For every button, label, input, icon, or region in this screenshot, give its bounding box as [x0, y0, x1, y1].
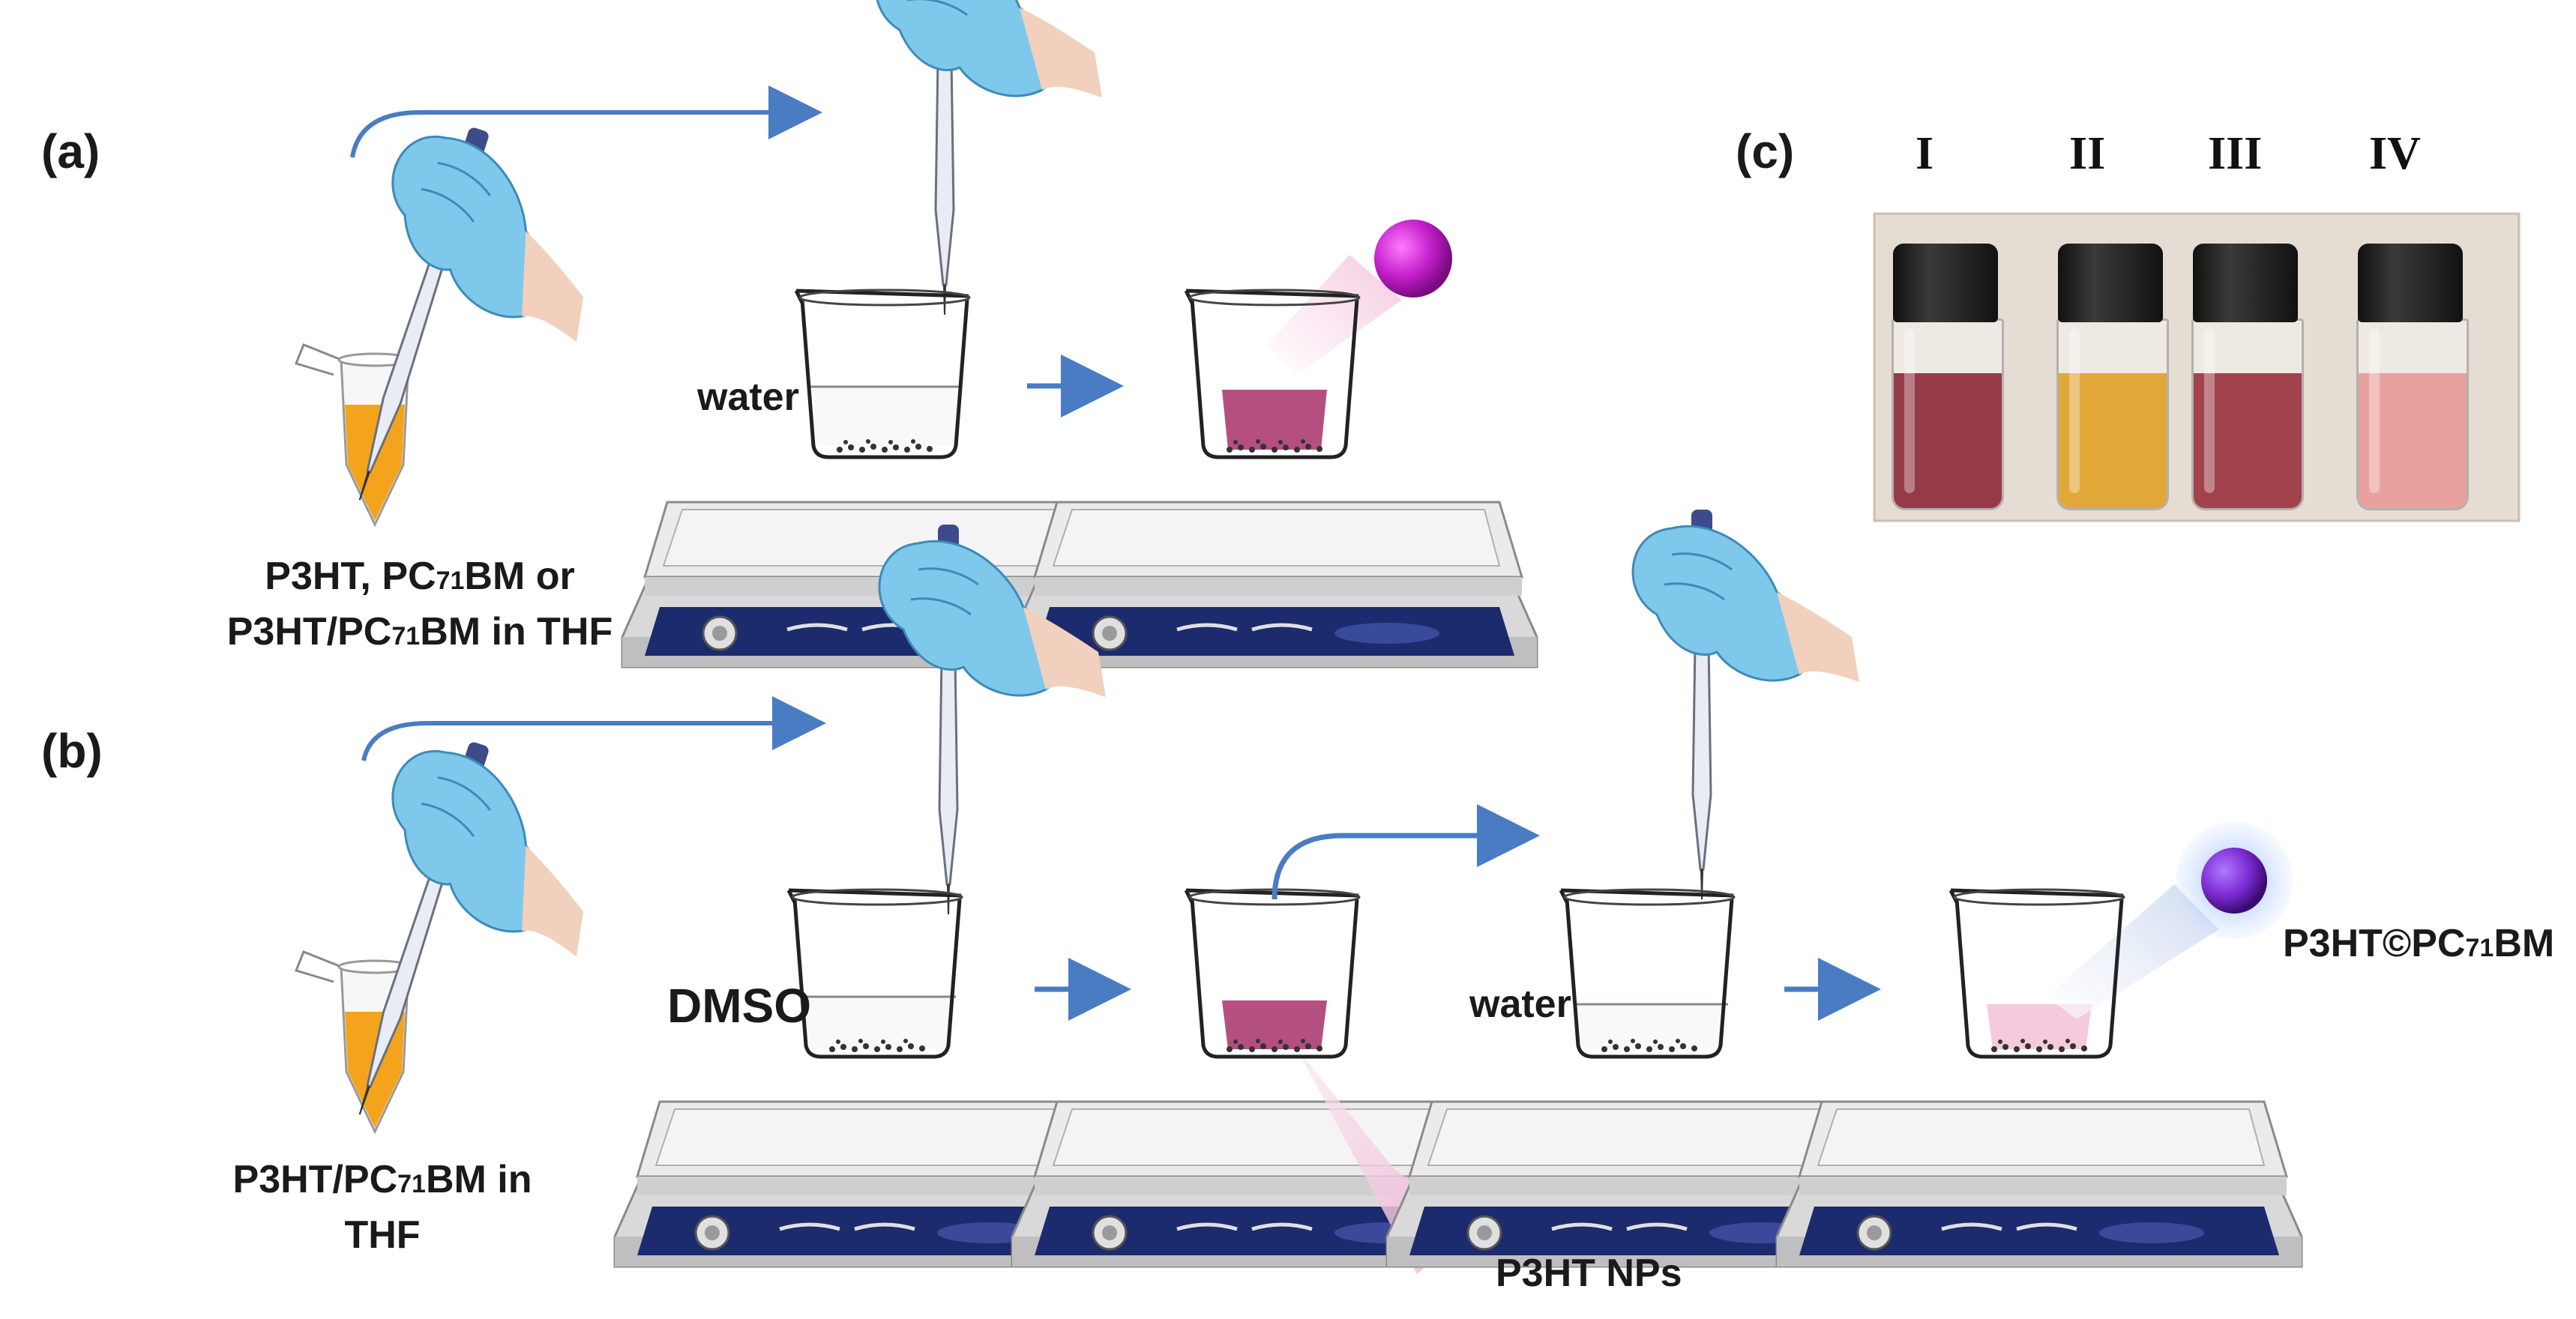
pipette-hand-icon — [292, 106, 631, 550]
vial-solution — [2359, 373, 2467, 508]
caption-text: BM in THF — [420, 610, 613, 654]
caption-text: P3HT/PC — [232, 1158, 398, 1201]
vial-label-1: I — [1916, 128, 1934, 179]
panel-b-step4 — [1777, 822, 2302, 1267]
vial-highlight — [2204, 328, 2215, 493]
panel-label-c: (c) — [1736, 124, 1795, 178]
panel-b-source — [292, 721, 631, 1165]
vial-cap — [2358, 244, 2463, 322]
vial — [2343, 244, 2478, 510]
vial-label-2: II — [2069, 128, 2106, 179]
pipette-hand-icon — [292, 721, 631, 1165]
vial-label-3: III — [2208, 128, 2263, 179]
panel-b-step3 — [1387, 508, 1912, 1267]
vial — [1878, 244, 2013, 510]
eppendorf-tube-icon — [295, 950, 412, 1133]
vial-glass — [2191, 319, 2304, 510]
vial-highlight — [1904, 328, 1915, 493]
solvent-label-water: water — [697, 375, 799, 419]
vial-label-4: IV — [2369, 128, 2421, 179]
solvent-label-dmso: DMSO — [667, 979, 811, 1033]
transfer-arrow — [361, 696, 826, 761]
product-label: P3HT©PC71BM — [2283, 918, 2554, 974]
vial-cap — [2058, 244, 2163, 322]
panel-b-step1 — [615, 523, 1140, 1267]
caption-subscript: 71 — [436, 567, 465, 595]
core-shell-nanoparticle-icon — [2201, 848, 2267, 914]
caption-subscript: 71 — [2465, 934, 2494, 962]
pipette-hand-icon — [1631, 508, 1861, 901]
vial-solution — [2194, 373, 2302, 508]
transfer-arrow — [1272, 804, 1540, 900]
panel-a-step1 — [622, 0, 1147, 667]
caption-text: BM — [2494, 922, 2555, 965]
vial-cap — [1893, 244, 1998, 322]
panel-label-b: (b) — [41, 724, 103, 778]
solvent-label-water: water — [1469, 983, 1571, 1026]
caption-text: P3HT/PC — [226, 610, 392, 654]
source-caption-a: P3HT, PC71BM or P3HT/PC71BM in THF — [210, 551, 630, 662]
stirrer-hotplate-icon — [1777, 1102, 2302, 1267]
vial-solution — [1894, 373, 2002, 508]
stirrer-hotplate-icon — [1012, 502, 1537, 667]
vial — [2178, 244, 2313, 510]
vial-cap — [2193, 244, 2298, 322]
vial — [2043, 244, 2178, 510]
caption-subscript: 71 — [397, 1170, 426, 1198]
caption-text: BM in — [425, 1158, 532, 1201]
vial-glass — [2056, 319, 2169, 510]
caption-text: BM or — [464, 555, 575, 598]
panel-a-source — [292, 106, 631, 550]
source-caption-b: P3HT/PC71BM in THF — [225, 1154, 540, 1261]
panel-label-a: (a) — [41, 124, 100, 178]
vial-highlight — [2369, 328, 2380, 493]
vial-highlight — [2069, 328, 2080, 493]
vial-glass — [1892, 319, 2004, 510]
panel-a-step2 — [1012, 220, 1537, 667]
nanoparticle-icon — [1374, 220, 1452, 298]
caption-text: P3HT, PC — [265, 555, 436, 598]
pipette-hand-icon — [874, 0, 1104, 316]
intermediate-label: P3HT NPs — [1496, 1252, 1682, 1295]
caption-text: THF — [344, 1213, 421, 1257]
vial-glass — [2356, 319, 2469, 510]
caption-subscript: 71 — [391, 622, 421, 651]
caption-text: P3HT©PC — [2283, 922, 2466, 965]
vial-solution — [2059, 373, 2167, 508]
transfer-arrow — [350, 85, 822, 158]
